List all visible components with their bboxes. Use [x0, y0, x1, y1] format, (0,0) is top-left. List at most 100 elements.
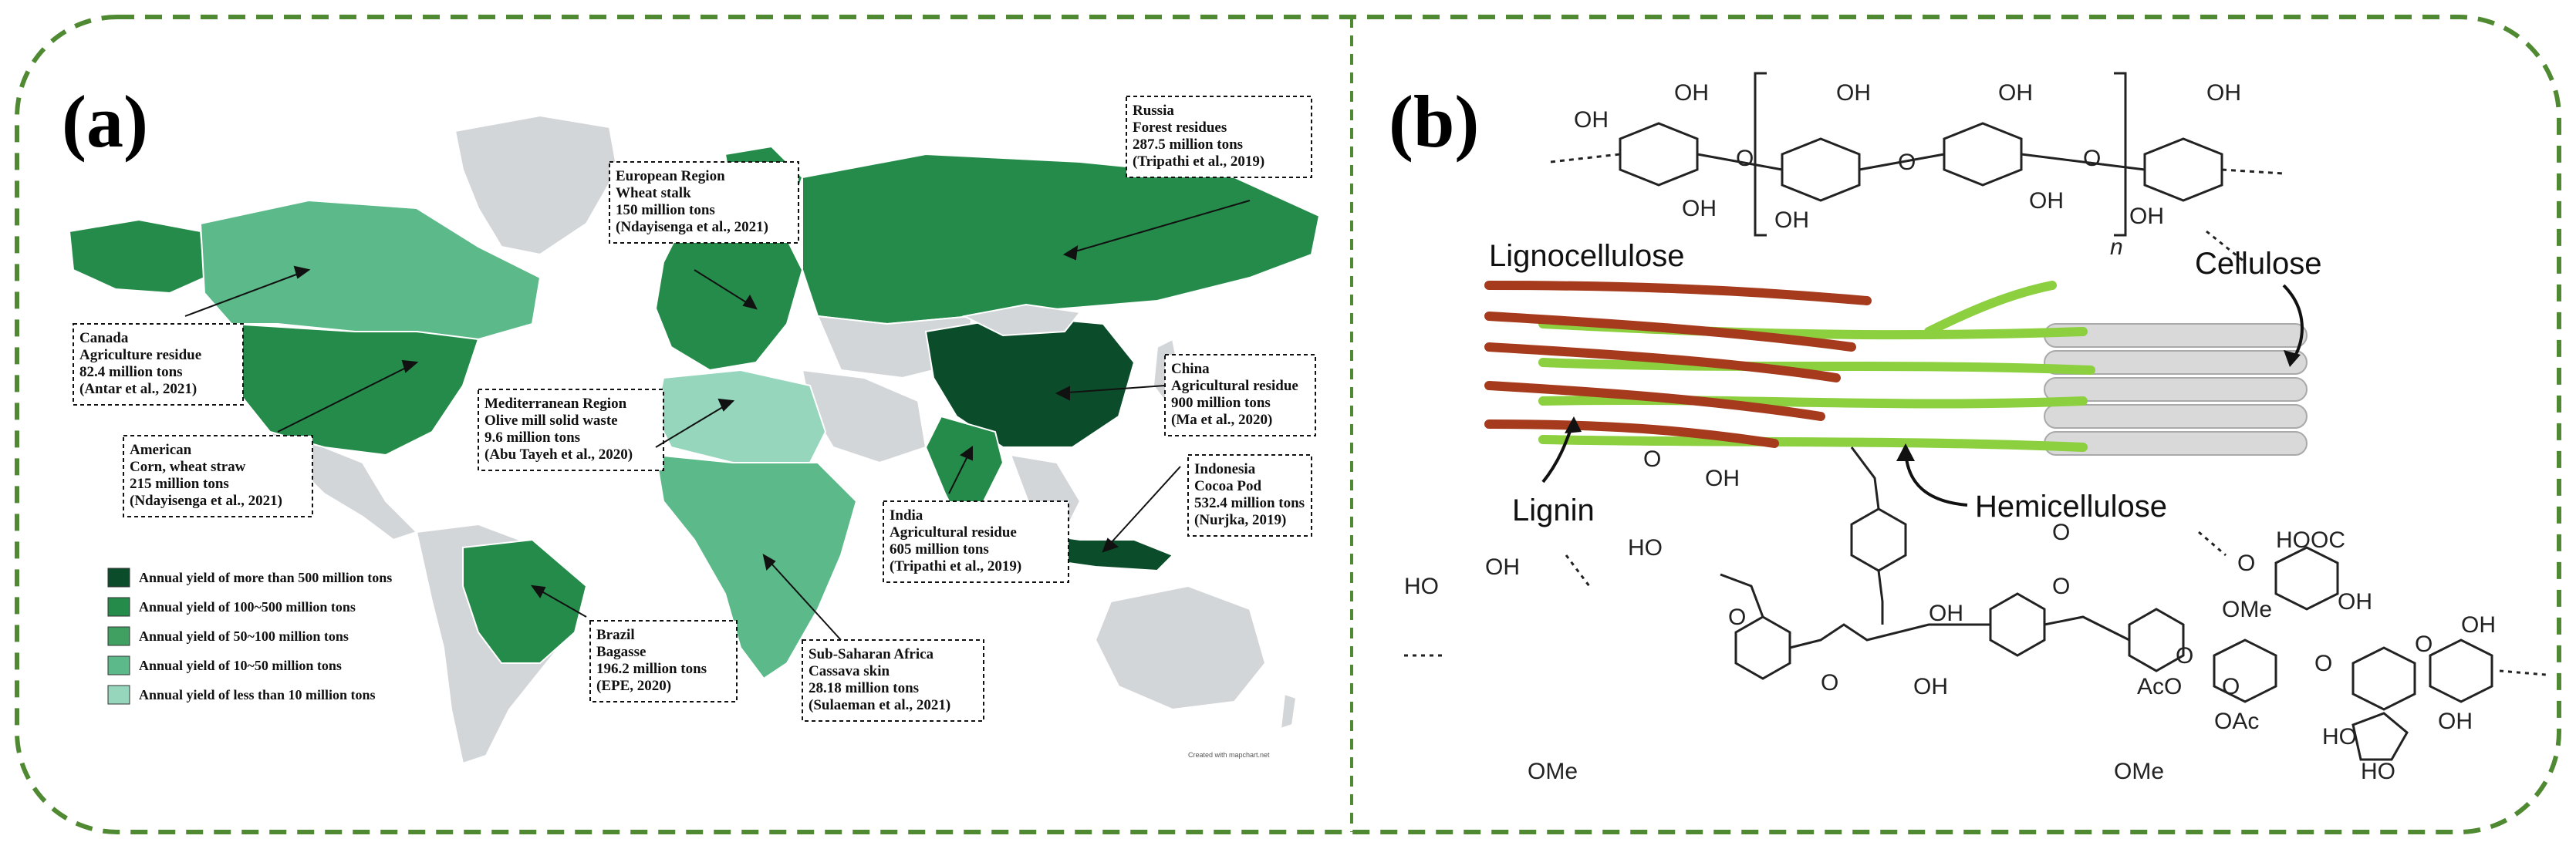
callout-indonesia-line-3: (Nurjka, 2019) — [1194, 512, 1286, 528]
chem-aco: AcO — [2137, 674, 2182, 699]
lignin-fiber-2 — [1484, 312, 1856, 352]
cellulose-labels: OH OH OH OH OH OH OH OH OH O O O n — [1574, 80, 2241, 260]
hemi-fiber-2 — [1538, 358, 2095, 375]
chem-o-lignin-5: O — [2052, 574, 2070, 599]
cellulose-structure — [1550, 72, 2284, 264]
callout-box-africa — [802, 639, 984, 722]
lignin-bond-1 — [1720, 573, 1764, 618]
pointer-russia-arrowhead — [1062, 245, 1079, 261]
chem-oh-lignin-4: OH — [1913, 674, 1948, 699]
region-brazil — [462, 538, 588, 664]
glycosidic-bond-2 — [1859, 153, 1945, 171]
pointer-africa-arrowhead — [762, 554, 776, 571]
chem-oh-9: OH — [2129, 204, 2164, 229]
callout-box-indonesia — [1187, 454, 1312, 537]
lignin-ring-3 — [1989, 592, 2046, 657]
cellulose-fiber-2 — [2044, 350, 2308, 375]
panel-a: (a) — [62, 80, 1321, 765]
chem-o-lignin-1: O — [1643, 446, 1661, 472]
pointer-india-arrowhead — [959, 446, 973, 461]
chem-oac: OAc — [2214, 709, 2259, 734]
hemicellulose-fibers — [1538, 281, 2095, 452]
chem-o-lignin-2: O — [1728, 605, 1746, 630]
callout-box-brazil — [589, 620, 738, 702]
callout-america-line-3: (Ndayisenga et al., 2021) — [130, 493, 282, 509]
callout-africa-line-2: 28.18 million tons — [809, 680, 919, 696]
callout-box-america — [123, 435, 313, 517]
pointer-brazil-arrowhead — [530, 585, 546, 598]
legend-label-1: Annual yield of 100~500 million tons — [139, 599, 356, 615]
pointer-russia — [1064, 200, 1251, 255]
pointer-indonesia — [1102, 466, 1181, 552]
chem-oh-3: OH — [1682, 196, 1717, 221]
callout-box-mediterranean — [478, 389, 664, 471]
hemi-ring-1 — [2274, 546, 2339, 611]
lignin-bond-3 — [1877, 570, 1884, 625]
pointer-europe-arrowhead — [742, 295, 758, 310]
chem-o-1: O — [1736, 146, 1754, 171]
region-greenland — [454, 114, 619, 256]
label-hemicellulose: Hemicellulose — [1975, 490, 2167, 524]
repeat-bracket-left — [1754, 72, 1767, 237]
lignin-structure — [1404, 446, 2185, 680]
hemi-leader — [2198, 531, 2227, 557]
region-alaska — [68, 218, 206, 295]
chem-o-hemi-4: O — [2415, 632, 2433, 657]
chem-o-hemi-2: O — [2176, 643, 2193, 669]
cellulose-fiber-4 — [2044, 404, 2308, 429]
chem-o-hemi-3: O — [2314, 651, 2332, 676]
chem-oh-lignin-1: OH — [1705, 466, 1740, 491]
label-cellulose: Cellulose — [2195, 247, 2322, 281]
glycosidic-bond-3 — [2021, 153, 2146, 171]
callout-indonesia-line-1: Cocoa Pod — [1194, 478, 1262, 494]
callout-europe-line-3: (Ndayisenga et al., 2021) — [616, 219, 768, 235]
lignin-fiber-1 — [1484, 281, 1872, 305]
arrowhead-lignin — [1565, 416, 1582, 433]
lignin-labels: O OH HO HO OH O OH O OH O O OMe O OMe OM… — [1404, 446, 2272, 784]
callout-europe-line-2: 150 million tons — [616, 202, 715, 218]
hemi-fiber-5 — [1924, 281, 2057, 336]
region-north-africa — [654, 369, 827, 463]
repeat-bracket-right — [2114, 72, 2127, 237]
arrow-hemicellulose — [1904, 446, 1968, 507]
cellulose-ring-4 — [2143, 137, 2223, 202]
callout-canada-line-3: (Antar et al., 2021) — [79, 381, 197, 397]
pointer-indonesia-arrowhead — [1102, 537, 1119, 553]
hemicellulose-labels: HOOC O OH O AcO OAc O O OH OH HO HO — [2137, 527, 2496, 784]
legend-label-2: Annual yield of 50~100 million tons — [139, 628, 349, 644]
callout-mediterranean-line-2: 9.6 million tons — [484, 430, 580, 446]
lignin-fiber-5 — [1484, 419, 1779, 448]
arrowhead-hemicellulose — [1896, 443, 1915, 461]
callout-india-line-2: 605 million tons — [890, 541, 989, 558]
legend-swatch-2 — [107, 626, 130, 646]
callout-canada-line-2: 82.4 million tons — [79, 364, 183, 380]
pointer-africa — [763, 554, 842, 641]
callout-mediterranean-line-1: Olive mill solid waste — [484, 413, 618, 429]
callout-brazil-line-3: (EPE, 2020) — [596, 678, 671, 694]
callout-china-line-0: China — [1171, 361, 1210, 377]
lignin-fiber-3 — [1484, 342, 1841, 382]
chem-o-3: O — [2083, 146, 2101, 171]
callout-canada-line-0: Canada — [79, 330, 129, 346]
callout-america-line-0: American — [130, 442, 192, 458]
region-new-zealand — [1279, 692, 1298, 730]
panel-b: (b) OH OH OH OH OH OH OH OH OH O — [1389, 72, 2547, 784]
chem-ho-lignin-2: HO — [1404, 574, 1439, 599]
pointer-america — [277, 362, 417, 433]
callout-box-canada — [73, 323, 244, 406]
cellulose-ring-1 — [1619, 122, 1699, 187]
chem-o-lignin-4: O — [2052, 520, 2070, 545]
hemi-fiber-3 — [1538, 395, 2088, 409]
pointer-canada-arrowhead — [293, 265, 311, 279]
callout-box-china — [1164, 354, 1316, 436]
callout-box-russia — [1126, 96, 1312, 178]
callout-pointers — [184, 200, 1251, 641]
callout-canada-line-1: Agriculture residue — [79, 347, 201, 363]
pointer-mediterranean — [655, 400, 734, 448]
lignin-bond-2 — [1789, 623, 1990, 649]
label-lignocellulose: Lignocellulose — [1489, 239, 1685, 273]
callout-brazil-line-1: Bagasse — [596, 644, 646, 660]
legend-label-4: Annual yield of less than 10 million ton… — [139, 687, 376, 702]
chem-oh-2: OH — [1674, 80, 1709, 106]
hemi-ring-4 — [2429, 638, 2493, 703]
